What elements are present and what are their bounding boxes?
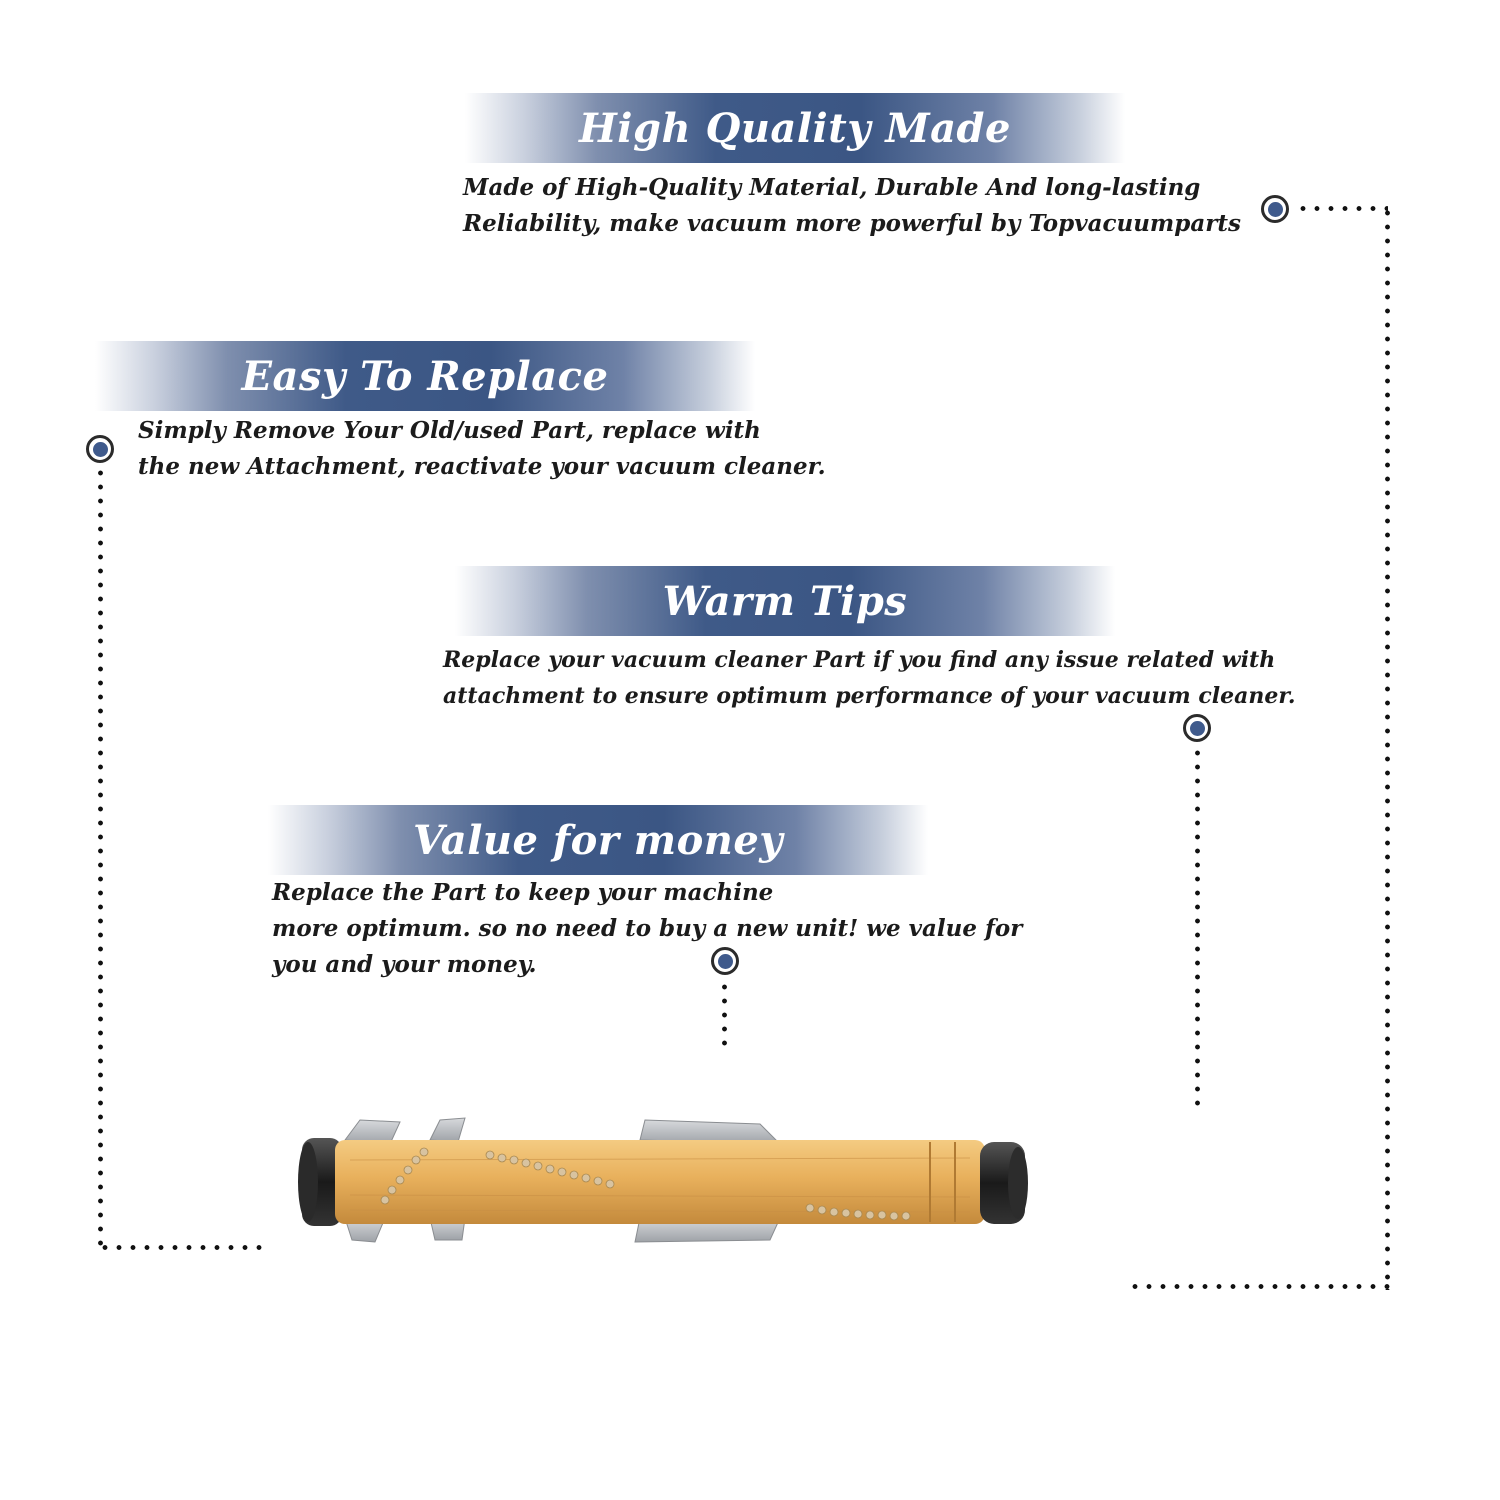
- text-line: you and your money.: [272, 951, 537, 978]
- banner-warm-tips: Warm Tips: [455, 566, 1115, 636]
- text-line: Simply Remove Your Old/used Part, replac…: [138, 417, 761, 444]
- text-line: Reliability, make vacuum more powerful b…: [463, 210, 1241, 237]
- marker-dot-icon: [1183, 714, 1211, 742]
- section-text-easy-replace: Simply Remove Your Old/used Part, replac…: [138, 413, 826, 485]
- dotted-connector: [98, 466, 103, 1248]
- dotted-connector: [722, 980, 727, 1054]
- dotted-connector: [1195, 746, 1200, 1108]
- banner-easy-replace: Easy To Replace: [95, 341, 755, 411]
- text-line: attachment to ensure optimum performance…: [443, 683, 1296, 709]
- dotted-connector: [1128, 1284, 1390, 1289]
- marker-dot-icon: [1261, 195, 1289, 223]
- marker-dot-icon: [711, 947, 739, 975]
- section-title-high-quality: High Quality Made: [579, 104, 1011, 152]
- section-title-warm-tips: Warm Tips: [662, 577, 908, 625]
- banner-value-money: Value for money: [268, 805, 928, 875]
- text-line: more optimum. so no need to buy a new un…: [272, 915, 1023, 942]
- dotted-connector: [98, 1245, 266, 1250]
- dotted-connector: [1385, 206, 1390, 1290]
- section-text-warm-tips: Replace your vacuum cleaner Part if you …: [443, 642, 1296, 714]
- section-text-high-quality: Made of High-Quality Material, Durable A…: [463, 170, 1241, 242]
- text-line: Replace the Part to keep your machine: [272, 879, 774, 906]
- banner-high-quality: High Quality Made: [465, 93, 1125, 163]
- marker-dot-icon: [86, 435, 114, 463]
- dotted-connector: [1296, 206, 1388, 211]
- section-title-easy-replace: Easy To Replace: [241, 352, 609, 400]
- brush-roll-image: [298, 1117, 1028, 1243]
- text-line: Replace your vacuum cleaner Part if you …: [443, 647, 1276, 673]
- text-line: the new Attachment, reactivate your vacu…: [138, 453, 826, 480]
- section-title-value-money: Value for money: [412, 816, 784, 864]
- text-line: Made of High-Quality Material, Durable A…: [463, 174, 1201, 201]
- section-text-value-money: Replace the Part to keep your machine mo…: [272, 875, 1022, 983]
